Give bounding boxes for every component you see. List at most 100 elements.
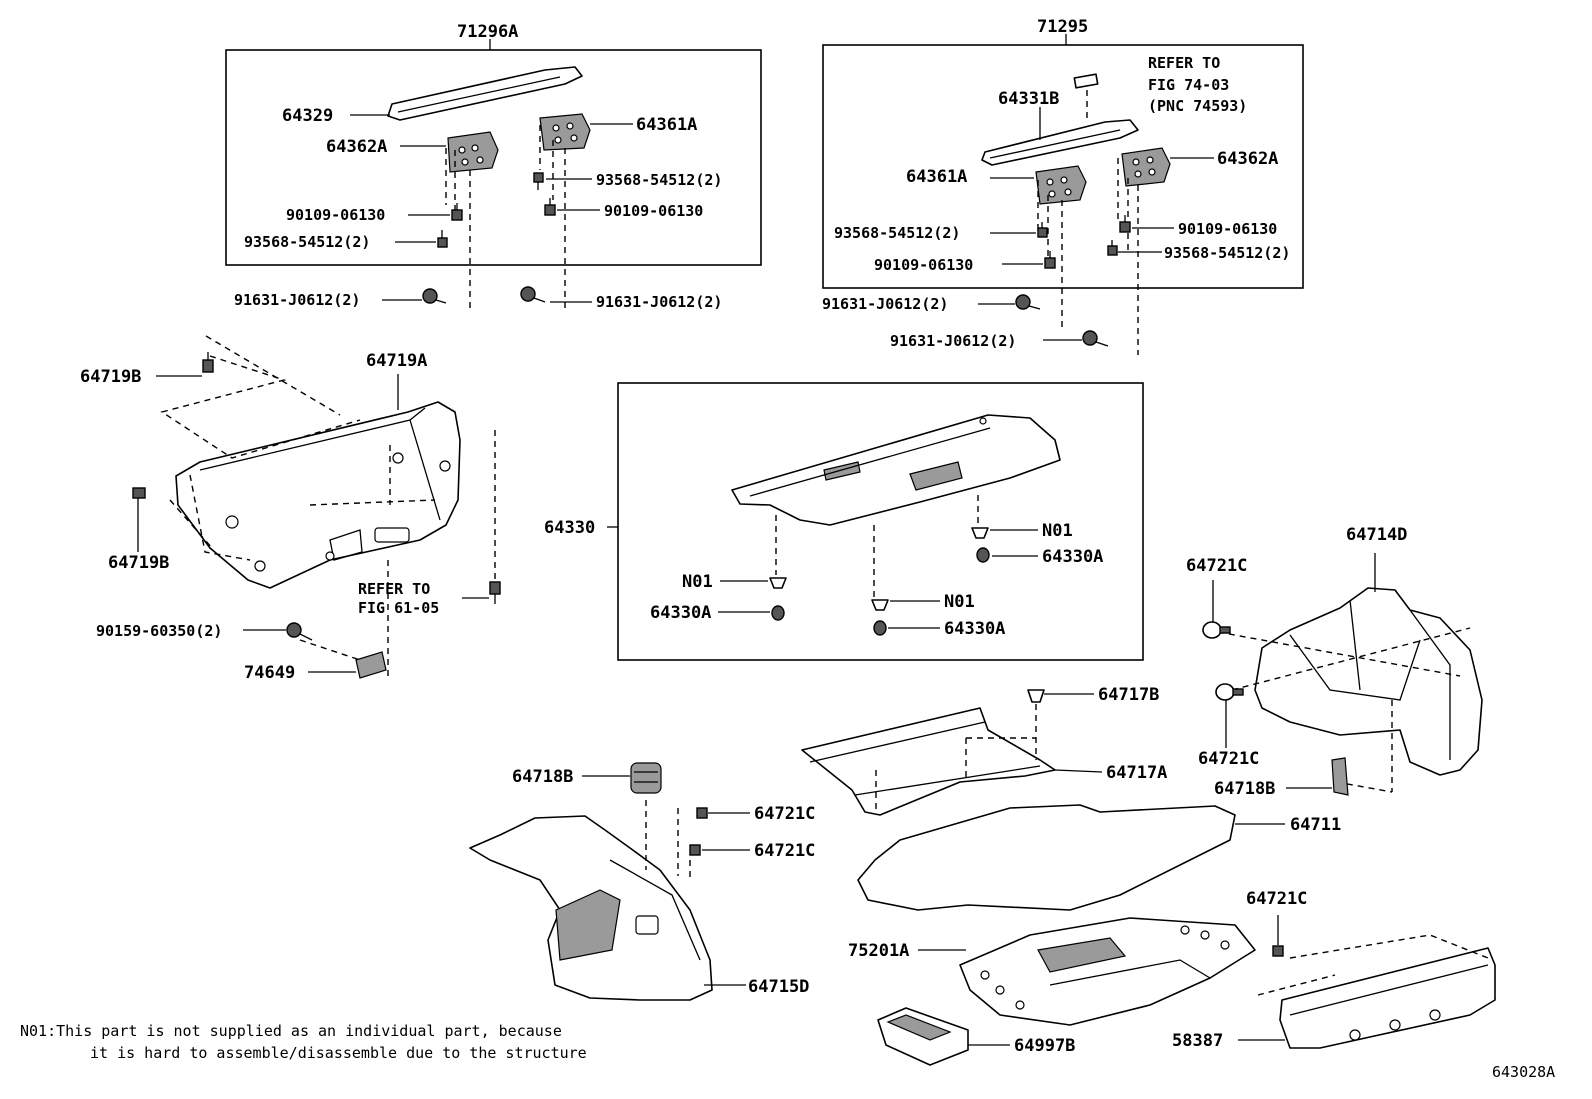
label-64721c-a: 64721C	[1186, 556, 1247, 576]
label-64717b: 64717B	[1098, 685, 1159, 705]
label-n01-c: N01	[1042, 521, 1073, 541]
label-64331b: 64331B	[998, 89, 1059, 109]
label-71295: 71295	[1037, 17, 1088, 37]
group-box-71295	[822, 44, 1304, 289]
bolt-90109-left-b-part	[544, 198, 556, 216]
clip-64330a-c-part	[976, 547, 990, 563]
ref-74-03-line3: (PNC 74593)	[1148, 97, 1247, 115]
tray-75201a-part	[959, 917, 1256, 1026]
label-64362a-left: 64362A	[326, 137, 387, 157]
label-74649: 74649	[244, 663, 295, 683]
label-71296a: 71296A	[457, 22, 518, 42]
ref-74-03-line2: FIG 74-03	[1148, 76, 1229, 94]
label-91631-right-a: 91631-J0612(2)	[822, 295, 948, 313]
side-trim-64719a-part	[175, 401, 461, 589]
note-line-2: it is hard to assemble/disassemble due t…	[90, 1044, 587, 1062]
label-90109-left-a: 90109-06130	[286, 206, 385, 224]
bolt-90109-left-a-part	[451, 203, 463, 221]
ref-74-03-line1: REFER TO	[1148, 54, 1220, 72]
clip-91631-left-a-part	[422, 288, 447, 304]
seal-74593-part	[1073, 73, 1099, 89]
clip-64721c-upper-part	[1202, 621, 1231, 639]
label-90159: 90159-60350(2)	[96, 622, 222, 640]
clip-91631-right-b-part	[1082, 330, 1109, 347]
label-n01-b: N01	[944, 592, 975, 612]
bracket-74649-part	[355, 651, 387, 679]
label-64329: 64329	[282, 106, 333, 126]
nut-90159-part	[286, 622, 313, 641]
label-90109-right-a: 90109-06130	[1178, 220, 1277, 238]
clip-64721c-plate-part	[1272, 945, 1284, 957]
label-64715d: 64715D	[748, 977, 809, 997]
label-64719a: 64719A	[366, 351, 427, 371]
label-93568-right-a: 93568-54512(2)	[834, 224, 960, 242]
floor-panel-64717a-part	[801, 707, 1056, 816]
box-64997b-part	[877, 1007, 969, 1066]
clip-64330a-b-part	[873, 620, 887, 636]
garnish-64331b-part	[981, 119, 1139, 166]
label-64361a-right: 64361A	[906, 167, 967, 187]
label-93568-left-b: 93568-54512(2)	[244, 233, 370, 251]
grommet-64718b-left-part	[630, 762, 662, 794]
label-64721c-b: 64721C	[1198, 749, 1259, 769]
diagram-id: 643028A	[1492, 1063, 1555, 1081]
label-64714d: 64714D	[1346, 525, 1407, 545]
screw-93568-left-part	[533, 172, 544, 190]
screw-93568-right-a-part	[1037, 222, 1048, 238]
label-64362a-right: 64362A	[1217, 149, 1278, 169]
scuff-plate-58387-part	[1279, 947, 1496, 1049]
ref-61-05-line1: REFER TO	[358, 580, 430, 598]
label-64718b-left: 64718B	[512, 767, 573, 787]
label-64997b: 64997B	[1014, 1036, 1075, 1056]
label-75201a: 75201A	[848, 941, 909, 961]
bolt-refer-61-05-part	[489, 581, 501, 604]
label-64721c-d: 64721C	[754, 841, 815, 861]
mat-64711-part	[857, 804, 1236, 911]
label-64717a: 64717A	[1106, 763, 1167, 783]
label-64330a-c: 64330A	[1042, 547, 1103, 567]
bracket-64361a-right-part	[1035, 165, 1087, 205]
label-64711: 64711	[1290, 815, 1341, 835]
screw-93568-left-b-part	[437, 230, 448, 248]
label-91631-left-a: 91631-J0612(2)	[234, 291, 360, 309]
group-box-64330	[617, 382, 1144, 661]
bracket-64362a-right-part	[1121, 147, 1171, 187]
clip-64721c-left-a-part	[696, 807, 708, 819]
garnish-64329-part	[387, 66, 583, 121]
label-64361a-left: 64361A	[636, 115, 697, 135]
label-91631-right-b: 91631-J0612(2)	[890, 332, 1016, 350]
label-64721c-c: 64721C	[754, 804, 815, 824]
side-cover-64715d-part	[469, 815, 713, 1001]
group-box-71296a	[225, 49, 762, 266]
side-cover-64714d-part	[1254, 587, 1483, 776]
clip-n01-a-part	[769, 577, 787, 589]
label-64719b-bottom: 64719B	[108, 553, 169, 573]
bolt-90109-right-b-part	[1044, 251, 1056, 269]
clip-64717b-part	[1027, 689, 1045, 703]
label-90109-left-b: 90109-06130	[604, 202, 703, 220]
clip-n01-c-part	[971, 527, 989, 539]
label-93568-left-a: 93568-54512(2)	[596, 171, 722, 189]
label-64718b-right: 64718B	[1214, 779, 1275, 799]
label-58387: 58387	[1172, 1031, 1223, 1051]
ref-61-05-line2: FIG 61-05	[358, 599, 439, 617]
clip-91631-right-a-part	[1015, 294, 1041, 310]
label-64330: 64330	[544, 518, 595, 538]
label-90109-right-b: 90109-06130	[874, 256, 973, 274]
clip-91631-left-b-part	[520, 286, 546, 303]
clip-64719b-top-part	[202, 352, 214, 373]
bracket-64361a-left-part	[539, 113, 591, 151]
label-64330a-a: 64330A	[650, 603, 711, 623]
screw-93568-right-b-part	[1107, 240, 1118, 256]
clip-64721c-left-b-part	[689, 844, 701, 856]
bolt-90109-right-a-part	[1119, 215, 1131, 233]
label-64719b-top: 64719B	[80, 367, 141, 387]
clip-64330a-a-part	[771, 605, 785, 621]
cap-64718b-right-part	[1331, 757, 1349, 796]
note-line-1: N01:This part is not supplied as an indi…	[20, 1022, 562, 1040]
clip-64719b-bottom-part	[132, 487, 146, 499]
bracket-64362a-left-part	[447, 131, 499, 173]
label-93568-right-b: 93568-54512(2)	[1164, 244, 1290, 262]
clip-n01-b-part	[871, 599, 889, 611]
